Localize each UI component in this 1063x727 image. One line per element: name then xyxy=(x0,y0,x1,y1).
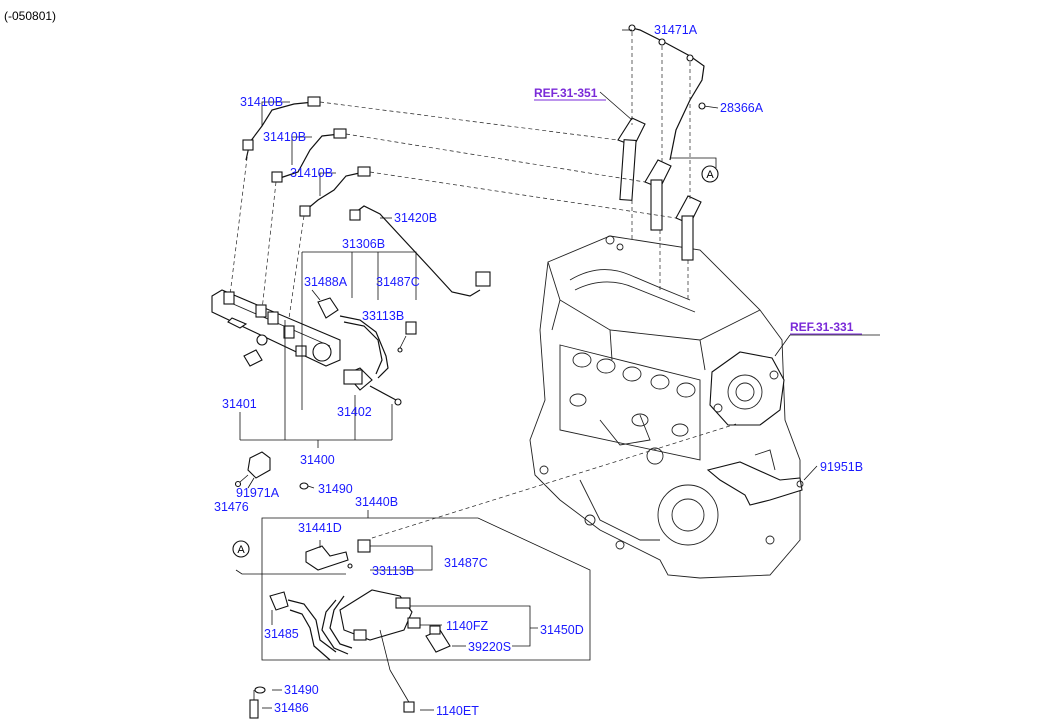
fuel-pipe-31420B xyxy=(349,205,491,297)
label-31402: 31402 xyxy=(337,405,372,419)
label-39220S: 39220S xyxy=(468,640,511,654)
label-31490-top: 31490 xyxy=(318,482,353,496)
label-31306B: 31306B xyxy=(342,237,385,251)
label-31420B: 31420B xyxy=(394,211,437,225)
label-31471A: 31471A xyxy=(654,23,698,37)
label-31400: 31400 xyxy=(300,453,335,467)
label-31440B: 31440B xyxy=(355,495,398,509)
lower-group-frame xyxy=(261,510,591,661)
connector-31487C-bottom xyxy=(347,539,433,571)
label-31476: 31476 xyxy=(214,500,249,514)
bolt-1140FZ xyxy=(407,617,421,629)
injector-2 xyxy=(644,159,672,231)
marker-a-top: A xyxy=(701,165,719,183)
label-33113B-top: 33113B xyxy=(362,309,404,323)
label-31487C-top: 31487C xyxy=(376,275,420,289)
fuel-pipe-31410B-2 xyxy=(271,128,347,183)
common-rail xyxy=(211,289,341,367)
label-31410B-3: 31410B xyxy=(290,166,333,180)
bracket-31441D xyxy=(305,540,349,571)
fuel-filter-31450D xyxy=(321,589,413,655)
bolt-31486 xyxy=(249,690,259,719)
injector-1 xyxy=(617,117,646,201)
svg-text:A: A xyxy=(706,169,714,181)
leaders-bottom xyxy=(235,423,737,711)
label-91971A: 91971A xyxy=(236,486,280,500)
ref-31-351: REF.31-351 xyxy=(534,86,598,100)
washer-31490-bottom xyxy=(254,686,266,694)
sensor-39220S xyxy=(425,625,451,653)
label-31450D: 31450D xyxy=(540,623,584,637)
label-31487C-bottom: 31487C xyxy=(444,556,488,570)
label-31490-bottom: 31490 xyxy=(284,683,319,697)
injector-3 xyxy=(675,195,702,261)
label-91951B: 91951B xyxy=(820,460,863,474)
bracket-91951B xyxy=(706,449,804,506)
bolt-1140ET xyxy=(379,629,415,713)
engine-block xyxy=(529,235,801,579)
label-31486: 31486 xyxy=(274,701,309,715)
diagram-code: (-050801) xyxy=(4,9,56,23)
label-1140ET: 1140ET xyxy=(436,704,479,718)
return-line-31471A xyxy=(628,24,705,161)
leaders-top xyxy=(239,29,880,489)
bracket-91971A xyxy=(234,451,271,488)
label-31410B-2: 31410B xyxy=(263,130,306,144)
label-31488A: 31488A xyxy=(304,275,348,289)
label-1140FZ: 1140FZ xyxy=(446,619,489,633)
label-31485: 31485 xyxy=(264,627,299,641)
valve-31488A xyxy=(317,297,389,379)
ref-31-331: REF.31-331 xyxy=(790,320,854,334)
label-28366A: 28366A xyxy=(720,101,764,115)
label-31401: 31401 xyxy=(222,397,257,411)
washer-31490-top xyxy=(299,482,309,490)
fuel-pump xyxy=(709,351,785,426)
svg-text:A: A xyxy=(237,544,245,556)
label-33113B-bottom: 33113B xyxy=(372,564,414,578)
hose-31485 xyxy=(269,591,337,661)
pressure-sensor-31402 xyxy=(343,367,402,406)
label-31410B-1: 31410B xyxy=(240,95,283,109)
fuel-pipe-31410B-3 xyxy=(299,166,371,217)
marker-a-bottom: A xyxy=(232,540,250,558)
label-31441D: 31441D xyxy=(298,521,342,535)
connector-31487C-top xyxy=(397,321,417,353)
sensor-31401 xyxy=(243,349,263,367)
